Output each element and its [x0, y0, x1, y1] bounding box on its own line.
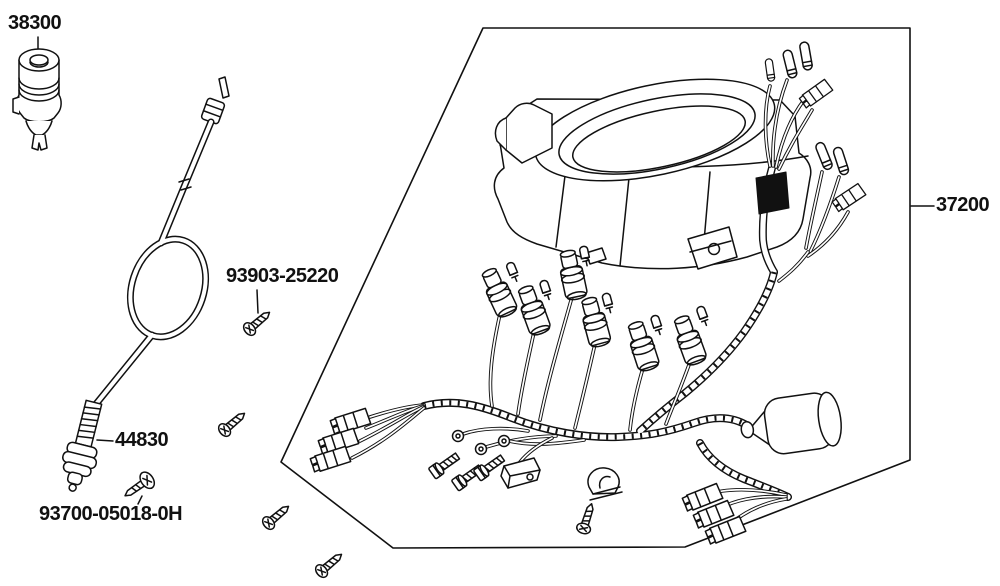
pan-screw-4 — [312, 548, 347, 581]
dangling-connector — [500, 457, 541, 489]
rubber-boot — [740, 391, 842, 455]
ring-terminals — [451, 429, 511, 456]
flasher-relay-part — [12, 48, 62, 151]
pan-screw-2 — [215, 407, 250, 440]
part-label-44830: 44830 — [115, 429, 169, 451]
pan-screw-3 — [259, 500, 294, 533]
leader-lines — [37, 36, 935, 505]
bottom-connectors — [680, 482, 748, 546]
mounting-bolts — [427, 449, 507, 492]
cable-clamp — [587, 467, 623, 501]
part-label-93700-05018-0H: 93700-05018-0H — [39, 503, 183, 525]
speedometer-cable-part — [62, 76, 230, 492]
tape-band — [755, 171, 790, 215]
part-label-93903-25220: 93903-25220 — [226, 265, 339, 287]
part-label-38300: 38300 — [8, 12, 62, 34]
part-label-37200: 37200 — [936, 194, 990, 216]
clamp-screw — [574, 500, 600, 537]
flat-screw-labeled — [119, 468, 159, 504]
diagram-boundary — [280, 27, 911, 549]
